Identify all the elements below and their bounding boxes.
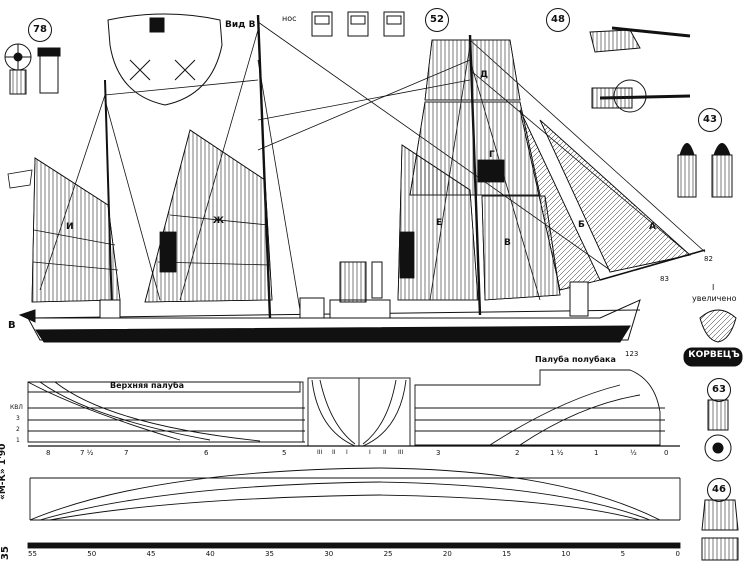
detail-bitts xyxy=(677,143,733,198)
sail-fore xyxy=(397,39,561,301)
station-mid-I-b: I xyxy=(369,449,371,456)
nose-label: нос xyxy=(282,14,297,23)
scale-10: 10 xyxy=(561,550,571,558)
station-left-5: 5 xyxy=(282,449,287,457)
station-left-8: 8 xyxy=(46,449,51,457)
sail-letter-В: В xyxy=(504,238,511,248)
station-right-2: 2 xyxy=(515,449,520,457)
detail-doors xyxy=(311,11,405,37)
station-right-half: ½ xyxy=(630,449,637,457)
upper-deck-label: Верхняя палуба xyxy=(110,381,184,390)
detail-number-43: 43 xyxy=(698,108,722,132)
scale-40: 40 xyxy=(205,550,215,558)
station-left-6: 6 xyxy=(204,449,209,457)
scale-50: 50 xyxy=(87,550,97,558)
detail-stern-view xyxy=(107,13,223,106)
station-left-7h: 7 ½ xyxy=(80,449,94,457)
scale-bar-numbers: 55 50 45 40 35 30 25 20 15 10 5 0 xyxy=(28,550,680,560)
waterline-kvl: КВЛ xyxy=(10,404,23,411)
sail-letter-Б: Б xyxy=(578,220,585,230)
detail-number-78: 78 xyxy=(28,18,52,42)
flag xyxy=(7,169,33,189)
station-right-1h: 1 ½ xyxy=(550,449,564,457)
scale-30: 30 xyxy=(324,550,334,558)
lines-plan xyxy=(27,369,681,549)
section-I: I xyxy=(712,283,715,292)
callout-123: 123 xyxy=(625,350,639,358)
sail-letter-Ж: Ж xyxy=(213,216,225,226)
hull-label-b: В xyxy=(8,320,16,331)
detail-63 xyxy=(704,399,732,462)
scale-15: 15 xyxy=(502,550,512,558)
callout-82: 82 xyxy=(704,255,713,263)
scale-25: 25 xyxy=(383,550,393,558)
sail-letter-И: И xyxy=(66,222,74,232)
detail-number-52: 52 xyxy=(425,8,449,32)
station-mid-III-b: III xyxy=(398,449,404,456)
sail-jibs xyxy=(519,109,691,291)
poop-deck-label: Палуба полубака xyxy=(535,355,616,364)
station-mid-I-a: I xyxy=(346,449,348,456)
view-label: Вид В xyxy=(225,20,256,30)
scale-55: 55 xyxy=(28,550,37,558)
station-right-1: 1 xyxy=(594,449,599,457)
waterline-2: 2 xyxy=(16,426,20,433)
page-number: 35 xyxy=(0,546,11,560)
sail-letter-Е: Е xyxy=(436,218,443,228)
waterline-3: 3 xyxy=(16,415,20,422)
detail-crest xyxy=(683,309,743,367)
waterline-1: 1 xyxy=(16,437,20,444)
title: КОРВЕЦЪ xyxy=(688,350,740,360)
sail-letter-А: А xyxy=(649,222,656,232)
station-right-3: 3 xyxy=(436,449,441,457)
hull-profile xyxy=(18,261,641,343)
scale-0: 0 xyxy=(675,550,680,558)
enlarged-label: увеличено xyxy=(692,294,737,303)
detail-wheel xyxy=(4,43,61,95)
detail-46 xyxy=(701,499,739,561)
detail-gun xyxy=(589,26,691,113)
sail-letter-Г: Г xyxy=(489,150,495,160)
scale-45: 45 xyxy=(146,550,156,558)
station-left-7: 7 xyxy=(124,449,129,457)
detail-number-46: 46 xyxy=(707,478,731,502)
sail-main xyxy=(144,129,273,303)
sail-mizzen xyxy=(31,157,121,303)
side-text: «М-К» 1'90 xyxy=(0,443,8,500)
scale-35: 35 xyxy=(265,550,274,558)
callout-83: 83 xyxy=(660,275,669,283)
station-mid-III-a: III xyxy=(317,449,323,456)
station-right-0: 0 xyxy=(664,449,669,457)
detail-number-48: 48 xyxy=(546,8,570,32)
station-mid-II-a: II xyxy=(332,449,336,456)
detail-number-63: 63 xyxy=(707,378,731,402)
station-mid-II-b: II xyxy=(383,449,387,456)
scale-5: 5 xyxy=(620,550,626,558)
scale-20: 20 xyxy=(442,550,452,558)
sail-letter-Д: Д xyxy=(480,70,489,80)
